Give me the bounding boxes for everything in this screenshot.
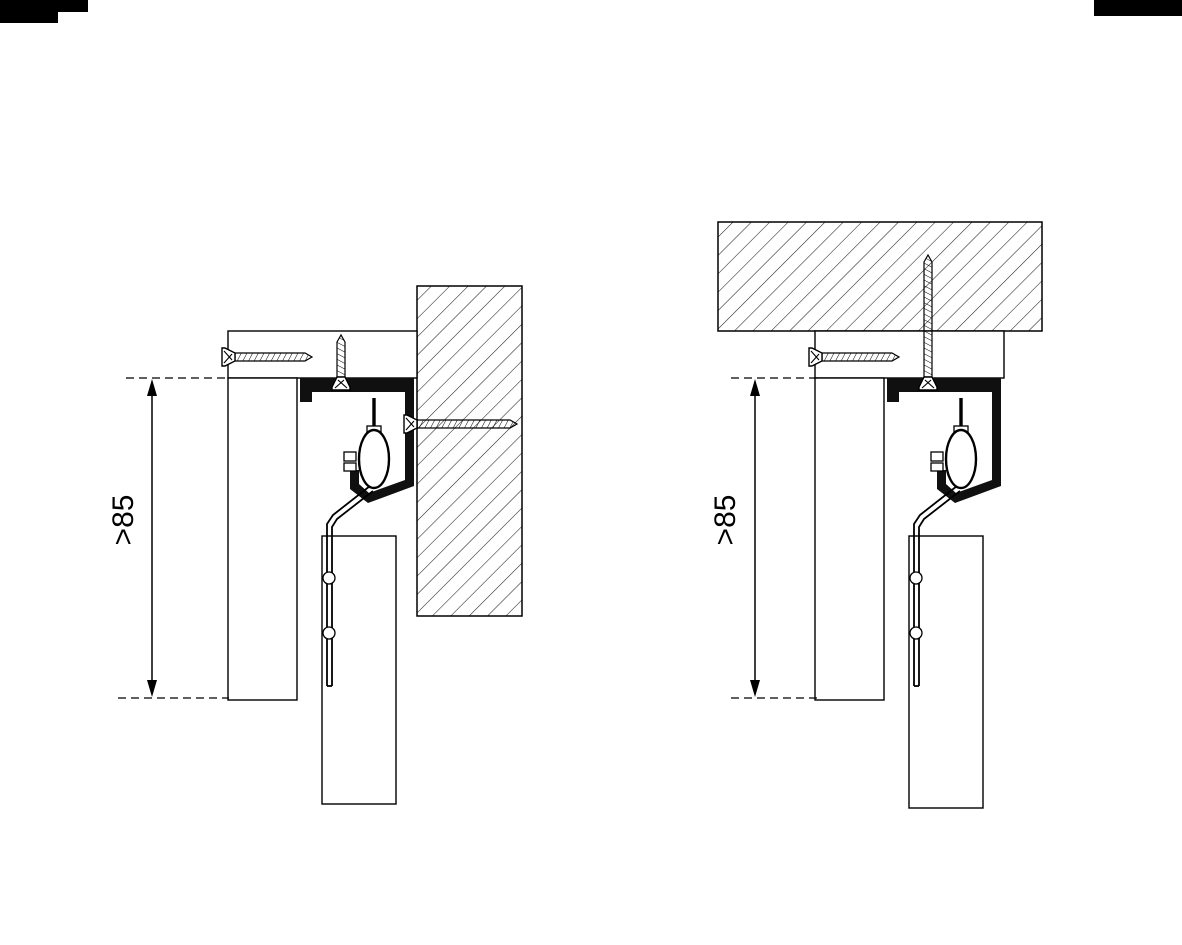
dimension-annotation: >85 bbox=[709, 377, 818, 699]
arrowhead-down-icon bbox=[147, 680, 157, 697]
arrowhead-up-icon bbox=[750, 379, 760, 396]
hanger-strap-inner-edge bbox=[331, 490, 374, 686]
hanger-strap-outer-edge bbox=[326, 485, 371, 686]
left-diagram-wall-mount: >85 bbox=[107, 285, 523, 805]
strap-fixing-bolt-lower bbox=[909, 626, 923, 640]
roller-wheel bbox=[944, 428, 978, 490]
arrowhead-down-icon bbox=[750, 680, 760, 697]
hanger-strap-outer-edge bbox=[913, 485, 958, 686]
right-diagram-ceiling-mount: >85 bbox=[709, 221, 1043, 809]
strap-fixing-bolt-upper bbox=[909, 571, 923, 585]
sliding-door-panel bbox=[321, 535, 397, 805]
side-panel bbox=[227, 377, 298, 701]
adjuster-nut-upper bbox=[343, 451, 357, 462]
crop-mark-top-left bbox=[0, 0, 88, 23]
dimension-label: >85 bbox=[709, 495, 742, 546]
dimension-annotation: >85 bbox=[107, 377, 229, 699]
ceiling-section-hatched bbox=[717, 221, 1043, 332]
strap-fixing-bolt-lower bbox=[322, 626, 336, 640]
wall-section-hatched bbox=[416, 285, 523, 617]
adjuster-nut-lower bbox=[930, 462, 944, 472]
arrowhead-up-icon bbox=[147, 379, 157, 396]
adjuster-nut-lower bbox=[343, 462, 357, 472]
roller-wheel bbox=[357, 428, 391, 490]
strap-fixing-bolt-upper bbox=[322, 571, 336, 585]
dimension-label: >85 bbox=[107, 495, 140, 546]
side-panel bbox=[814, 377, 885, 701]
track-profile bbox=[887, 378, 1001, 503]
adjuster-nut-upper bbox=[930, 451, 944, 462]
crop-mark-top-right bbox=[1094, 0, 1182, 16]
hanger-strap-inner-edge bbox=[918, 490, 961, 686]
track-profile bbox=[300, 378, 414, 503]
